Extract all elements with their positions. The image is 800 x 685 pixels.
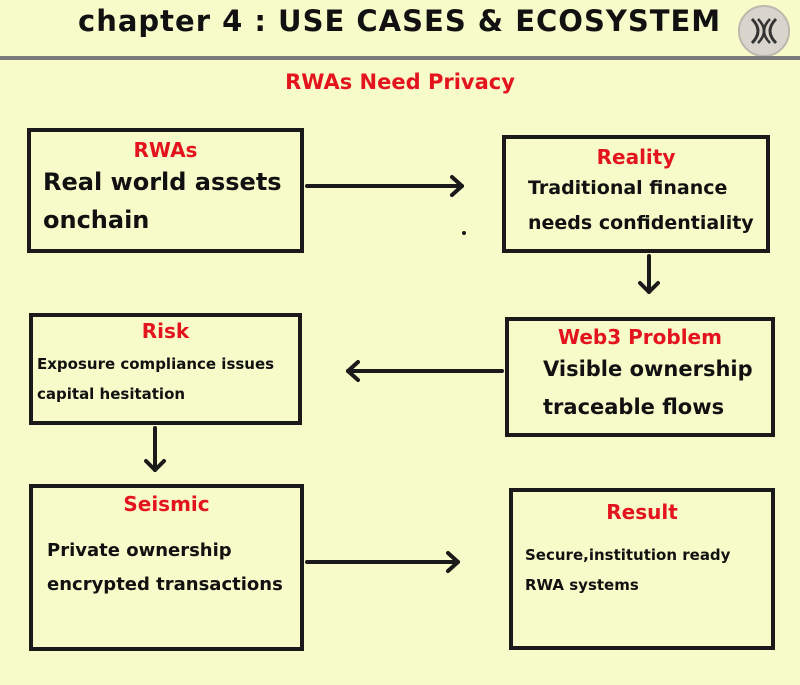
box-rwas-line-1: Real world assets: [43, 168, 282, 196]
box-result-line-2: RWA systems: [525, 576, 639, 594]
box-risk-title: Risk: [141, 319, 190, 343]
box-result: Result Secure,institution ready RWA syst…: [509, 488, 775, 650]
box-risk-line-2: capital hesitation: [37, 385, 186, 403]
stray-dot: [462, 231, 466, 235]
seismic-logo-icon: [737, 4, 791, 58]
box-risk: Risk Exposure compliance issues capital …: [29, 313, 302, 425]
arrow-risk-to-seismic-head: [144, 459, 166, 472]
arrow-seismic-to-result-head: [446, 551, 460, 573]
box-risk-line-1: Exposure compliance issues: [37, 355, 275, 373]
box-result-title: Result: [606, 500, 678, 524]
diagram-subtitle: RWAs Need Privacy: [285, 70, 515, 94]
box-seismic-line-1: Private ownership: [47, 540, 232, 561]
header-divider: [0, 56, 800, 60]
box-result-line-1: Secure,institution ready: [525, 546, 731, 564]
box-seismic: Seismic Private ownership encrypted tran…: [29, 484, 304, 651]
box-reality-title: Reality: [596, 145, 676, 169]
header: chapter 4 : USE CASES & ECOSYSTEM: [0, 0, 800, 57]
arrow-web3-to-risk-head: [346, 360, 360, 382]
box-web3-problem-line-1: Visible ownership: [543, 357, 753, 381]
box-web3-problem-title: Web3 Problem: [558, 325, 722, 349]
box-web3-problem-line-2: traceable flows: [543, 395, 725, 419]
box-rwas-line-2: onchain: [43, 206, 150, 234]
page-title: chapter 4 : USE CASES & ECOSYSTEM: [78, 4, 722, 38]
box-web3-problem: Web3 Problem Visible ownership traceable…: [505, 317, 775, 437]
box-reality-line-1: Traditional finance: [528, 177, 728, 199]
box-seismic-line-2: encrypted transactions: [47, 574, 283, 595]
box-reality: Reality Traditional finance needs confid…: [502, 135, 770, 253]
box-seismic-title: Seismic: [123, 492, 210, 516]
box-reality-line-2: needs confidentiality: [528, 212, 754, 234]
box-rwas: RWAs Real world assets onchain: [27, 128, 304, 253]
arrow-reality-to-web3-head: [638, 281, 660, 294]
arrow-rwas-to-reality-head: [450, 175, 464, 197]
box-rwas-title: RWAs: [133, 138, 198, 162]
